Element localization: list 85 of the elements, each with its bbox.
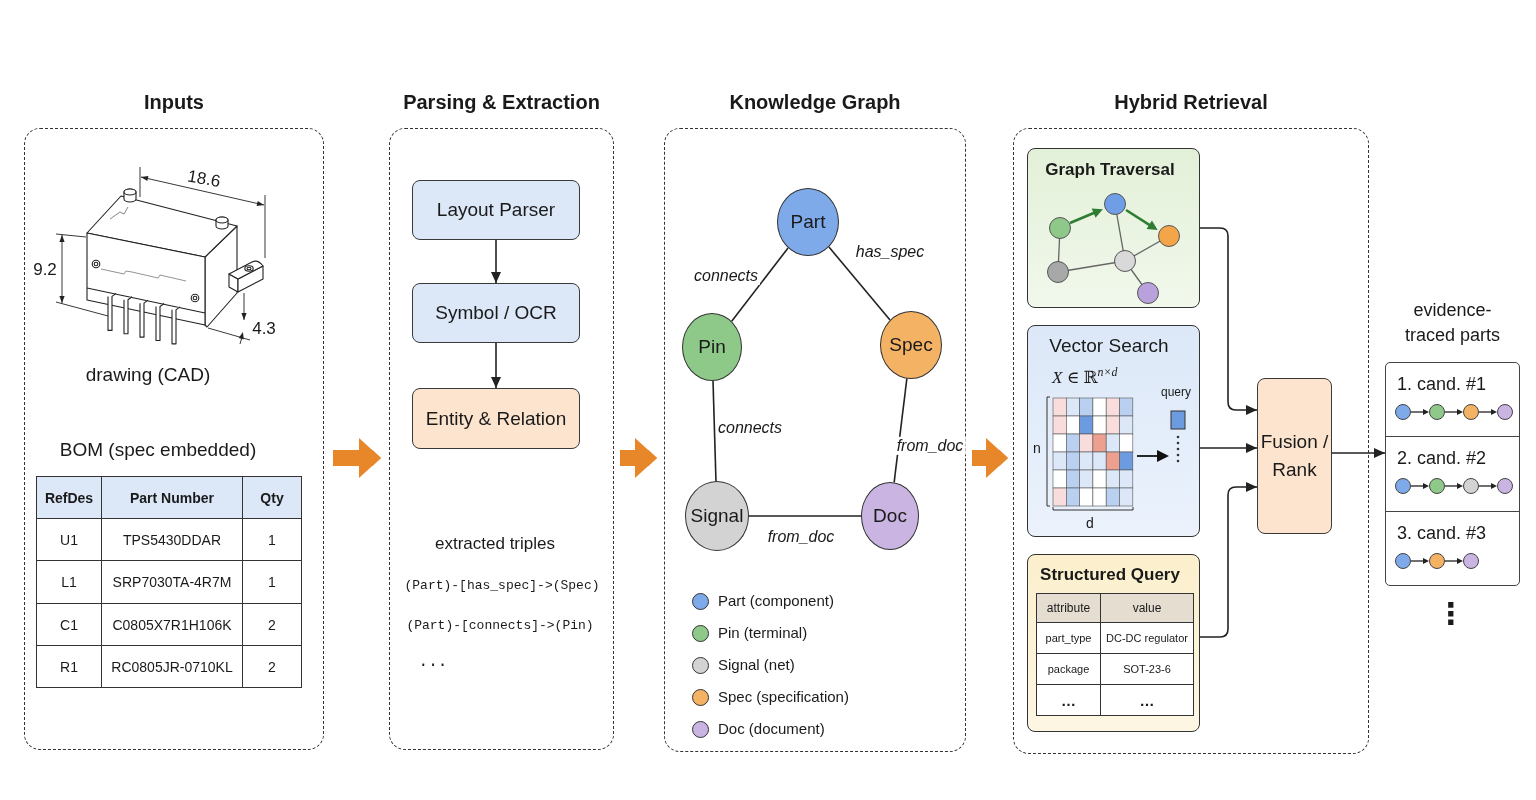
node-label: Signal <box>690 505 744 527</box>
table-cell: 2 <box>242 603 302 646</box>
edge-label: from_doc <box>894 436 966 456</box>
entity-node <box>682 313 742 381</box>
table-cell: RC0805JR-0710KL <box>101 645 243 688</box>
structured-query-panel <box>1027 554 1200 732</box>
dimension-label: 18.6 <box>186 166 222 192</box>
axis-label: d <box>1086 515 1094 532</box>
math-label: X ∈ ℝ$^{n×d}$ <box>1052 366 1118 388</box>
arrow <box>1199 482 1258 638</box>
arrow <box>491 239 501 284</box>
table-cell: DC-DC regulator <box>1100 622 1194 654</box>
table-cell: 1 <box>242 560 302 604</box>
box-label: Fusion / Rank <box>1259 429 1330 482</box>
table-cell: U1 <box>36 518 102 561</box>
legend-label: Part (component) <box>718 591 834 609</box>
ellipsis: ⋮ <box>1436 596 1466 632</box>
legend-label: Signal (net) <box>718 655 795 674</box>
table-cell: SOT-23-6 <box>1100 653 1194 685</box>
table-cell: 1 <box>242 518 302 561</box>
query-label: query <box>1161 386 1192 400</box>
table-header-cell: value <box>1100 593 1194 623</box>
panel-title: Graph Traversal <box>1045 160 1175 180</box>
table-header-cell: Part Number <box>101 476 243 519</box>
edge-label: from_doc <box>765 527 837 547</box>
vector-search-panel <box>1027 325 1200 537</box>
arrow <box>1331 448 1386 458</box>
table-header-cell: attribute <box>1036 593 1101 623</box>
table-cell: L1 <box>36 560 102 604</box>
table-header-cell: RefDes <box>36 476 102 519</box>
arrow <box>1199 227 1258 415</box>
connector-line <box>712 380 717 482</box>
fusion-box <box>1257 378 1332 534</box>
candidate-label: 3. cand. #3 <box>1397 523 1487 544</box>
connector-line <box>828 246 891 321</box>
panel-title: Knowledge Graph <box>729 90 901 114</box>
table-cell: package <box>1036 653 1101 685</box>
candidate-label: 1. cand. #1 <box>1397 374 1487 395</box>
panel-title: Hybrid Retrieval <box>1114 90 1268 114</box>
list-title: evidence-traced parts <box>1403 299 1501 347</box>
axis-label: n <box>1033 440 1041 457</box>
panel-title: Structured Query <box>1040 565 1180 585</box>
table-cell: SRP7030TA-4R7M <box>101 560 243 604</box>
entity-node <box>880 311 942 379</box>
arrow <box>1199 443 1258 453</box>
section-label: extracted triples <box>435 534 555 554</box>
legend-label: Pin (terminal) <box>718 623 808 641</box>
table-header-cell: Qty <box>242 476 302 519</box>
table-cell: C0805X7R1H106K <box>101 603 243 646</box>
connector-line <box>730 247 789 323</box>
node-label: Pin <box>698 336 726 358</box>
triple-text: (Part)-[has_spec]->(Spec) <box>404 578 600 594</box>
process-box <box>412 283 580 343</box>
node-label: Doc <box>873 505 907 527</box>
node-label: Part <box>790 211 826 233</box>
table-cell: … <box>1100 684 1194 716</box>
table-cell: TPS5430DDAR <box>101 518 243 561</box>
caption: drawing (CAD) <box>85 364 211 386</box>
table-cell: part_type <box>1036 622 1101 654</box>
table-cell: … <box>1036 684 1101 716</box>
box-label: Symbol / OCR <box>435 302 557 324</box>
arrow <box>491 342 501 389</box>
dimension-label: 4.3 <box>252 319 276 339</box>
table-title: BOM (spec embedded) <box>59 439 257 461</box>
process-box <box>412 180 580 240</box>
ellipsis: ... <box>418 652 448 672</box>
legend-label: Spec (specification) <box>718 688 849 706</box>
candidate-label: 2. cand. #2 <box>1397 448 1487 469</box>
table-cell: C1 <box>36 603 102 646</box>
connector-line <box>748 515 862 517</box>
panel-title: Inputs <box>144 90 204 114</box>
legend-label: Doc (document) <box>718 720 825 738</box>
box-label: Entity & Relation <box>425 407 567 430</box>
panel-title: Vector Search <box>1049 335 1169 357</box>
triple-text: (Part)-[connects]->(Pin) <box>406 618 594 634</box>
graph-traversal-panel <box>1027 148 1200 308</box>
table-cell: R1 <box>36 645 102 688</box>
dimension-label: 9.2 <box>33 260 57 280</box>
process-box <box>412 388 580 449</box>
panel-title: Parsing & Extraction <box>403 90 600 114</box>
entity-node <box>777 188 839 256</box>
edge-label: has_spec <box>853 242 927 262</box>
node-label: Spec <box>889 334 933 356</box>
box-label: Layout Parser <box>436 199 556 221</box>
table-cell: 2 <box>242 645 302 688</box>
